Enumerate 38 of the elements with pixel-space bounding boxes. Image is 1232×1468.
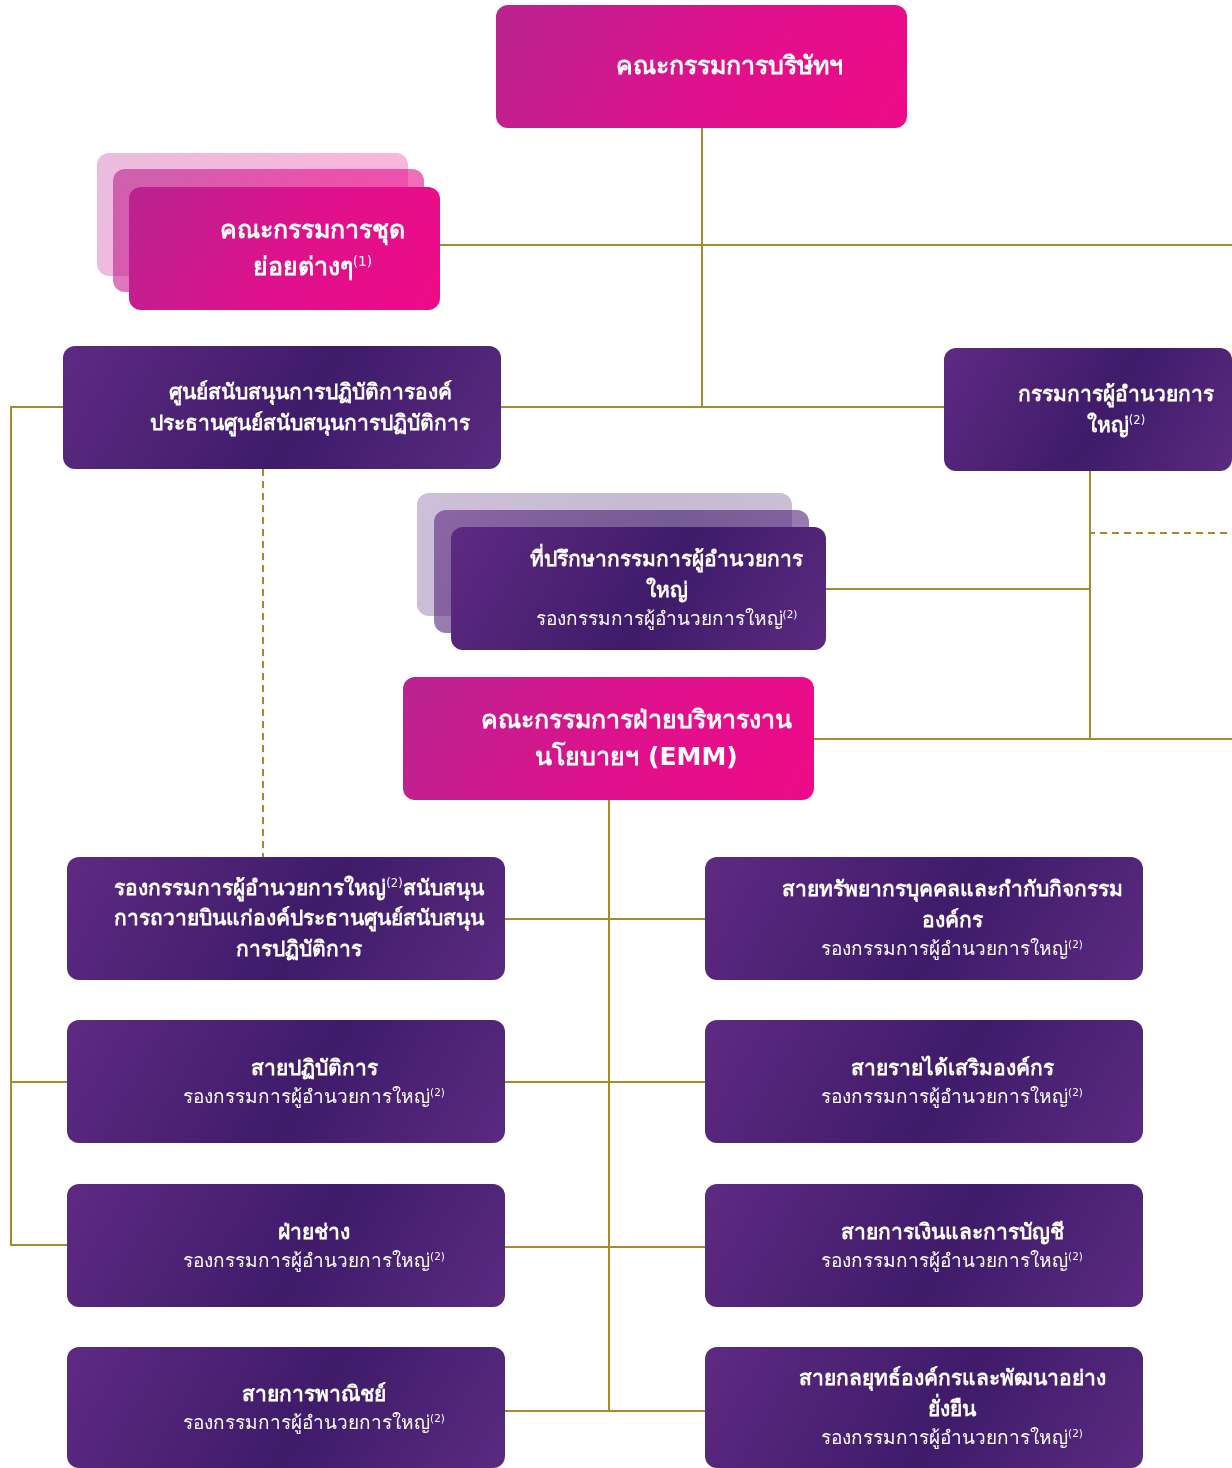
node-title: คณะกรรมการบริษัทฯ — [616, 50, 843, 83]
org-box — [67, 1020, 505, 1143]
node-title: ที่ปรึกษากรรมการผู้อำนวยการใหญ่ — [521, 544, 812, 606]
node-title: สายรายได้เสริมองค์กร — [850, 1054, 1054, 1082]
org-box — [705, 1020, 1143, 1143]
org-box — [67, 857, 505, 980]
stacked-org-box — [417, 493, 826, 650]
org-box — [63, 346, 501, 469]
org-box — [67, 1347, 505, 1468]
node-title: สายการเงินและการบัญชี — [840, 1218, 1064, 1247]
org-box — [67, 1184, 505, 1307]
org-box — [944, 348, 1232, 471]
node-title: สายปฏิบัติการ — [250, 1054, 378, 1082]
node-subtitle: รองกรรมการผู้อำนวยการใหญ่$^{(2)}$ — [821, 936, 1083, 962]
node-title: กรรมการผู้อำนวยการใหญ่$^{(2)}$ — [1017, 381, 1215, 440]
connector-line — [262, 468, 264, 858]
node-title: ศูนย์สนับสนุนการปฏิบัติการองค์ประธานศูนย์สนับสนุนการปฏิบัติการ — [149, 379, 471, 438]
stacked-org-box — [97, 153, 440, 310]
node-title: ฝ่ายช่าง — [278, 1218, 350, 1246]
node-subtitle: รองกรรมการผู้อำนวยการใหญ่$^{(2)}$ — [183, 1247, 445, 1274]
node-subtitle: รองกรรมการผู้อำนวยการใหญ่$^{(2)}$ — [535, 606, 798, 632]
org-box — [705, 857, 1143, 980]
node-subtitle: รองกรรมการผู้อำนวยการใหญ่$^{(2)}$ — [821, 1083, 1083, 1110]
org-box — [705, 1184, 1143, 1307]
node-title: คณะกรรมการชุดย่อยต่างๆ$^{(1)}$ — [219, 214, 406, 283]
node-title: คณะกรรมการฝ่ายบริหารงานนโยบายฯ (EMM) — [480, 704, 793, 773]
node-subtitle: รองกรรมการผู้อำนวยการใหญ่$^{(2)}$ — [821, 1247, 1083, 1274]
connector-line — [10, 406, 68, 1246]
org-box — [496, 5, 907, 128]
node-subtitle: รองกรรมการผู้อำนวยการใหญ่$^{(2)}$ — [183, 1409, 445, 1436]
node-title: สายทรัพยากรบุคคลและกำกับกิจกรรมองค์กร — [780, 876, 1124, 934]
node-title: สายการพาณิชย์ — [242, 1380, 386, 1408]
node-title: รองกรรมการผู้อำนวยการใหญ่$^{(2)}$สนับสนุนการถวายบินแก่องค์ประธานศูนย์สนับสนุนการปฏิบัติการ — [113, 874, 486, 963]
node-subtitle: รองกรรมการผู้อำนวยการใหญ่$^{(2)}$ — [821, 1425, 1083, 1451]
node-subtitle: รองกรรมการผู้อำนวยการใหญ่$^{(2)}$ — [183, 1083, 445, 1110]
node-title: สายกลยุทธ์องค์กรและพัฒนาอย่างยั่งยืน — [797, 1365, 1107, 1423]
org-box — [403, 677, 814, 800]
org-box — [705, 1347, 1143, 1468]
